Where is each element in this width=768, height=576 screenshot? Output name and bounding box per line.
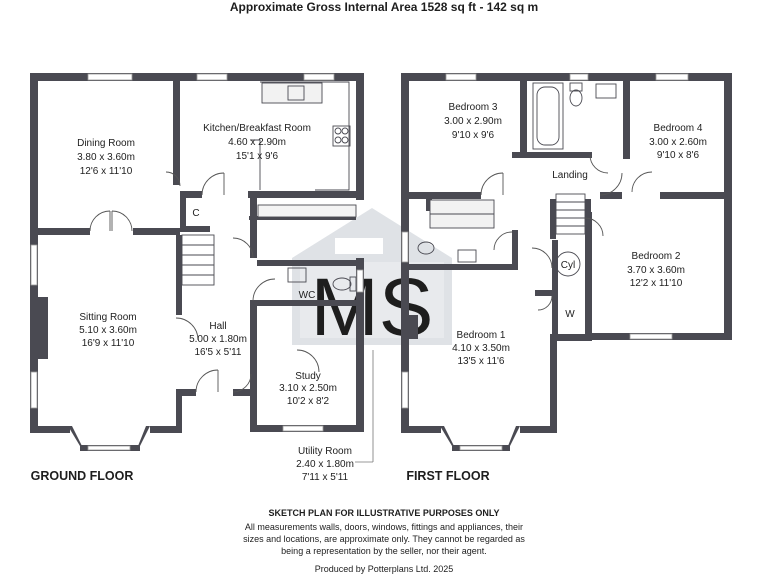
first-floor-windows [401,73,689,451]
room-metric-bed2: 3.70 x 3.60m [627,265,685,276]
room-metric-study: 3.10 x 2.50m [279,383,337,394]
room-metric-dining: 3.80 x 3.60m [77,152,135,163]
room-name-bed1: Bedroom 1 [457,330,506,341]
first-floor-labels: Bedroom 3 3.00 x 2.90m 9'10 x 9'6 Bedroo… [406,102,707,483]
room-name-bed4: Bedroom 4 [654,123,703,134]
room-metric-bed3: 3.00 x 2.90m [444,116,502,127]
room-imperial-kitchen: 15'1 x 9'6 [236,151,279,162]
watermark-text: MS [311,262,434,353]
watermark-logo: MS [292,208,452,353]
ground-floor-walls [30,73,364,451]
ground-floor-doors [89,171,320,393]
ground-floor-labels: Dining Room 3.80 x 3.60m 12'6 x 11'10 Ki… [31,123,374,483]
room-imperial-utility: 7'11 x 5'11 [302,472,349,483]
ground-floor-label: GROUND FLOOR [31,469,134,483]
room-imperial-dining: 12'6 x 11'10 [80,166,133,177]
room-metric-utility: 2.40 x 1.80m [296,459,354,470]
area-header: Approximate Gross Internal Area 1528 sq … [230,0,538,14]
room-name-wardrobe: W [565,309,575,320]
room-metric-bed4: 3.00 x 2.60m [649,137,707,148]
room-metric-bed1: 4.10 x 3.50m [452,343,510,354]
first-floor-label: FIRST FLOOR [406,469,489,483]
room-imperial-bed4: 9'10 x 8'6 [657,150,700,161]
first-floor-doors [480,154,653,311]
room-name-wc: WC [299,290,316,301]
producer-credit: Produced by Potterplans Ltd. 2025 [315,564,454,574]
room-name-bed3: Bedroom 3 [449,102,498,113]
room-name-kitchen: Kitchen/Breakfast Room [203,123,311,134]
room-imperial-hall: 16'5 x 5'11 [194,347,241,358]
disclaimer-line-1: All measurements walls, doors, windows, … [245,522,523,532]
room-metric-hall: 5.00 x 1.80m [189,334,247,345]
room-imperial-bed3: 9'10 x 9'6 [452,130,495,141]
room-name-hall: Hall [209,321,226,332]
room-name-study: Study [295,371,321,382]
room-imperial-bed2: 12'2 x 11'10 [630,278,683,289]
ground-floor-windows [30,73,364,451]
first-floor-fittings [417,82,617,277]
disclaimer-line-2: sizes and locations, are approximate onl… [243,534,525,544]
footer: SKETCH PLAN FOR ILLUSTRATIVE PURPOSES ON… [243,508,525,574]
ground-floor-fittings [181,81,357,292]
room-imperial-sitting: 16'9 x 11'10 [82,338,135,349]
room-name-landing: Landing [552,170,588,181]
room-imperial-study: 10'2 x 8'2 [287,396,330,407]
room-name-dining: Dining Room [77,138,135,149]
room-name-cupboard: C [192,208,199,219]
room-name-sitting: Sitting Room [79,312,136,323]
room-name-utility: Utility Room [298,446,352,457]
room-imperial-bed1: 13'5 x 11'6 [457,356,504,367]
disclaimer-line-3: being a representation by the seller, no… [281,546,487,556]
room-metric-sitting: 5.10 x 3.60m [79,325,137,336]
sketch-notice: SKETCH PLAN FOR ILLUSTRATIVE PURPOSES ON… [268,508,499,518]
room-name-cyl: Cyl [561,260,575,271]
room-metric-kitchen: 4.60 x 2.90m [228,137,286,148]
room-name-bed2: Bedroom 2 [632,251,681,262]
